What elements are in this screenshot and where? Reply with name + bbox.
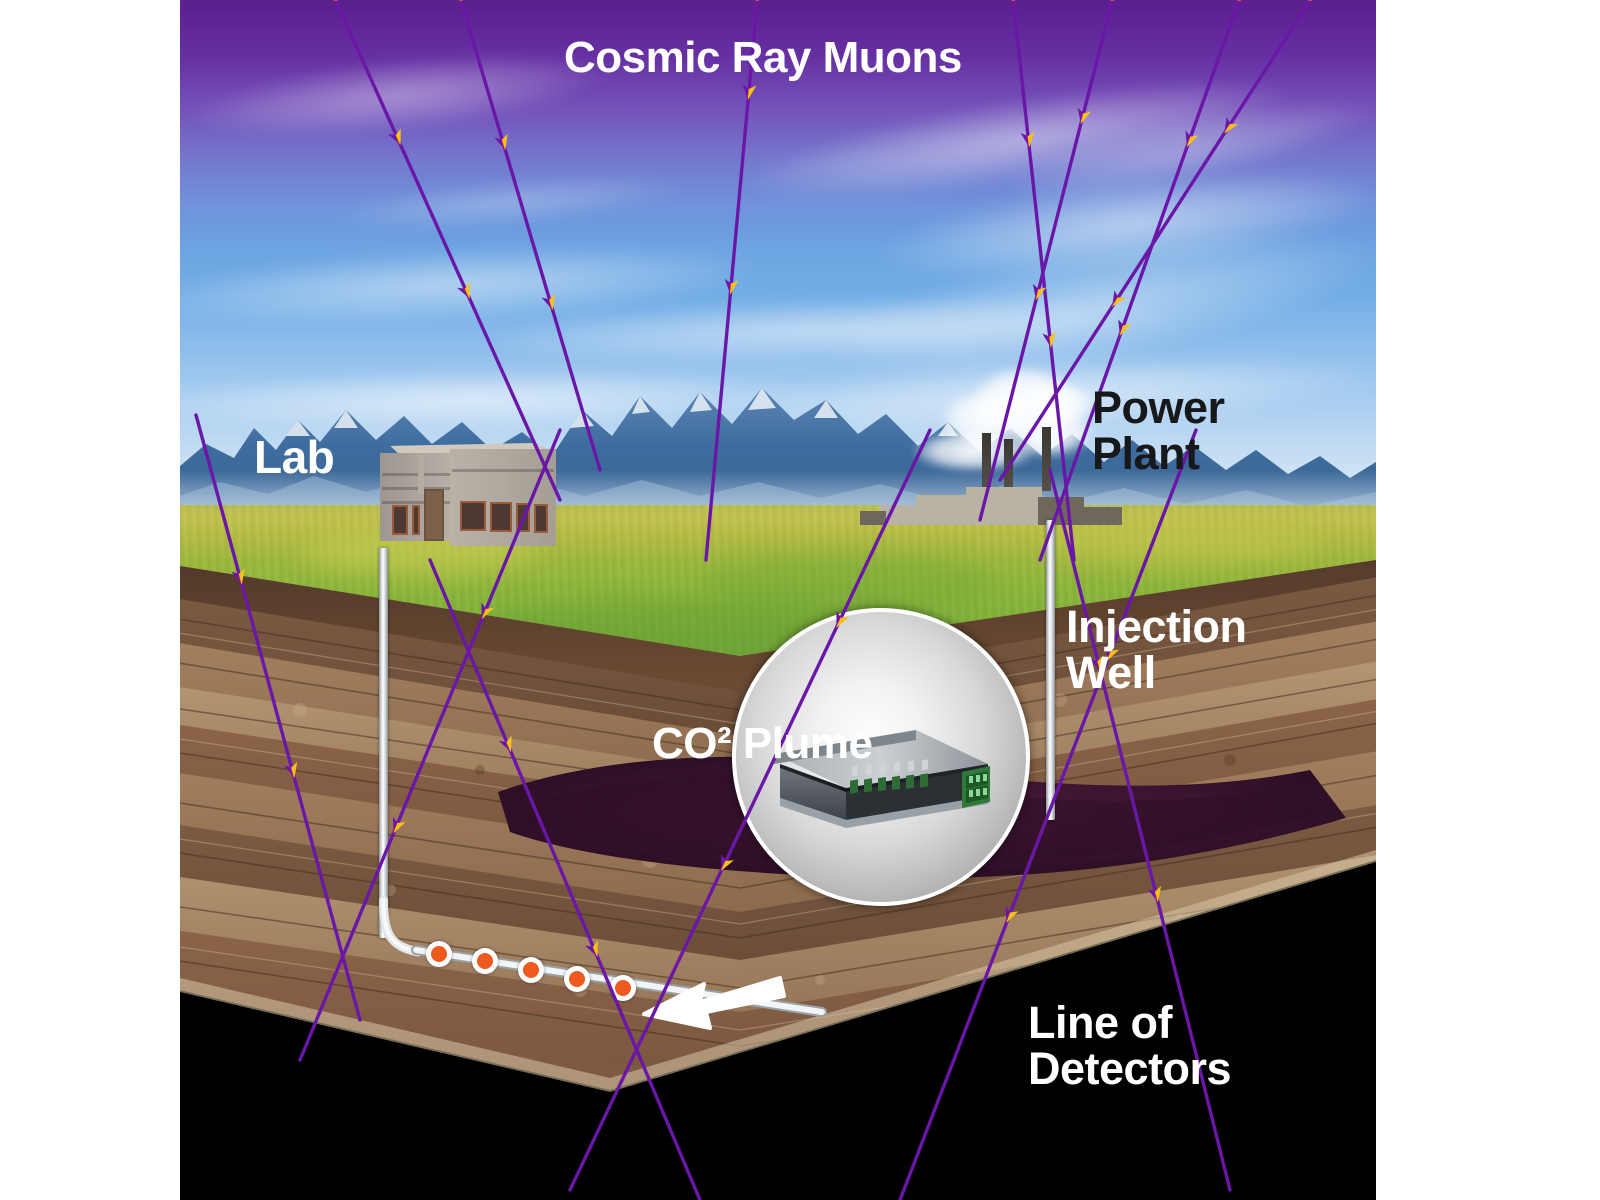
callout-arrow-icon — [642, 976, 786, 1030]
lab-window — [460, 501, 486, 531]
illustration-scene: Cosmic Ray Muons Lab Power Plant Injecti… — [180, 0, 1376, 1200]
muon-detector-module — [774, 730, 990, 828]
detector-dot-core — [523, 962, 539, 978]
smokestack — [1042, 427, 1051, 491]
detector-dot-core — [615, 980, 631, 996]
muon-ray — [459, 0, 602, 472]
muon-ray-arrowhead — [481, 602, 495, 619]
muon-ray-arrowhead — [231, 568, 245, 585]
label-co2-plume: CO² Plume — [652, 719, 873, 768]
label-lab: Lab — [254, 431, 335, 483]
label-injection-well: Injection Well — [1066, 601, 1247, 698]
muon-ray-arrowhead — [836, 611, 850, 628]
label-power-plant: Power Plant — [1092, 382, 1225, 479]
detector-dot-core — [431, 946, 447, 962]
void-below-section — [180, 868, 1376, 1200]
lab-trim — [382, 487, 450, 490]
grass-patch — [1040, 521, 1320, 565]
muon-ray — [333, 0, 562, 502]
smoke-plume — [914, 431, 1034, 471]
muon-ray-arrowhead — [283, 761, 298, 778]
lab-window — [534, 504, 548, 533]
muon-ray-arrowhead — [457, 282, 470, 299]
lab-well-vertical-pipe — [379, 548, 388, 938]
muon-ray-tracks — [194, 0, 1313, 1200]
well-elbow — [379, 895, 423, 957]
muon-ray-arrowhead — [1005, 906, 1019, 923]
muon-ray-arrowhead — [1112, 290, 1127, 307]
lab-window — [490, 502, 512, 532]
muon-ray-arrowhead — [1147, 885, 1162, 902]
muon-ray-arrowhead — [1042, 331, 1057, 348]
muon-ray — [1048, 468, 1232, 1192]
muon-ray-arrowhead — [585, 940, 599, 957]
muon-ray-arrowhead — [494, 133, 508, 150]
lab-trim — [382, 501, 450, 504]
detector-dot-core — [477, 953, 493, 969]
plant-structure — [916, 495, 970, 525]
muon-ray-arrowhead — [724, 278, 739, 295]
detector-marker[interactable] — [426, 941, 452, 967]
muon-ray — [194, 413, 362, 1022]
lab-window — [412, 505, 420, 535]
muon-ray-arrowhead — [1032, 283, 1047, 300]
lab-building[interactable] — [372, 443, 562, 551]
muon-ray-arrowhead — [388, 128, 401, 145]
muon-ray — [298, 428, 562, 1062]
power-plant[interactable] — [830, 367, 1160, 525]
injection-well-pipe — [1046, 520, 1055, 820]
detector-marker[interactable] — [518, 957, 544, 983]
muon-ray-arrowhead — [1118, 319, 1132, 336]
muon-ray — [704, 0, 759, 562]
muon-ray-arrowhead — [1106, 644, 1120, 661]
lab-window — [392, 505, 408, 535]
title-cosmic-ray-muons: Cosmic Ray Muons — [564, 33, 962, 82]
detector-marker[interactable] — [564, 966, 590, 992]
label-line-of-detectors: Line of Detectors — [1028, 997, 1232, 1094]
muon-ray-arrowhead — [498, 735, 512, 752]
muon-ray — [898, 428, 1198, 1200]
plant-structure — [1082, 507, 1122, 525]
muon-ray-arrowhead — [541, 293, 556, 310]
muon-ray — [998, 0, 1313, 482]
smokestack — [982, 433, 991, 491]
muon-ray-arrowhead — [1077, 107, 1092, 124]
detector-dot-core — [569, 971, 585, 987]
muon-ray — [1011, 0, 1076, 562]
muon-ray-arrowhead — [1224, 116, 1239, 134]
muon-ray-arrowhead — [392, 816, 406, 834]
muon-ray — [568, 428, 932, 1192]
lab-vent-stack — [418, 455, 424, 495]
detector-inset-circle[interactable] — [732, 608, 1030, 906]
lab-trim — [382, 473, 450, 476]
muon-ray — [1038, 0, 1242, 562]
muon-ray-arrowhead — [1020, 131, 1035, 147]
lab-trim — [452, 469, 554, 472]
detector-marker[interactable] — [472, 948, 498, 974]
muon-ray-arrowhead — [721, 854, 734, 871]
lab-door[interactable] — [424, 489, 444, 541]
muon-ray-arrowhead — [1089, 655, 1104, 672]
muon-ray-arrowhead — [1185, 130, 1199, 147]
muon-ray — [978, 0, 1115, 522]
muon-ray-arrowhead — [742, 84, 757, 100]
muon-ray — [428, 558, 702, 1200]
plant-structure — [860, 511, 886, 525]
